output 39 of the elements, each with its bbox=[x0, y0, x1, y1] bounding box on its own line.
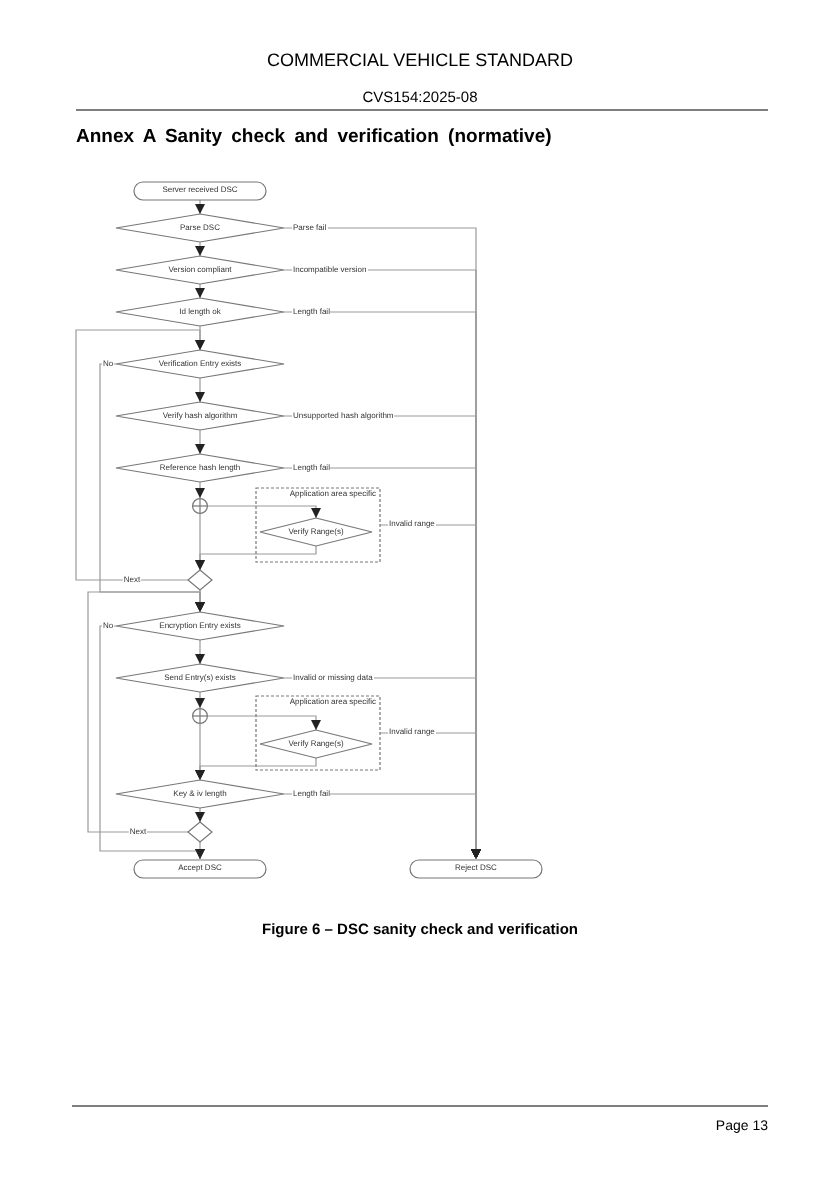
merge-diamond bbox=[188, 822, 212, 842]
arrow bbox=[195, 283, 205, 299]
arrow bbox=[195, 691, 205, 709]
arrow bbox=[195, 481, 205, 499]
header-text: COMMERCIAL VEHICLE STANDARD bbox=[264, 50, 576, 70]
arrow bbox=[87, 591, 205, 833]
arrow bbox=[195, 545, 317, 571]
arrow bbox=[207, 505, 321, 519]
terminal-box bbox=[134, 181, 266, 199]
arrow bbox=[195, 757, 317, 781]
arrow bbox=[195, 639, 205, 665]
decision-diamond bbox=[260, 518, 372, 546]
decision-diamond bbox=[116, 402, 284, 430]
arrow bbox=[195, 377, 205, 403]
decision-diamond bbox=[116, 664, 284, 692]
decision-diamond bbox=[116, 612, 284, 640]
decision-diamond bbox=[116, 780, 284, 808]
decision-diamond bbox=[116, 298, 284, 326]
arrow bbox=[195, 198, 205, 215]
decision-diamond bbox=[116, 256, 284, 284]
arrow bbox=[75, 329, 205, 581]
parallel-fork-circle bbox=[192, 708, 208, 724]
dashed-group-box bbox=[256, 696, 380, 770]
arrow bbox=[195, 241, 205, 257]
arrow bbox=[283, 793, 481, 860]
decision-diamond bbox=[116, 454, 284, 482]
arrow bbox=[99, 625, 205, 860]
parallel-fork-circle bbox=[192, 498, 208, 514]
decision-diamond bbox=[260, 730, 372, 758]
terminal-box bbox=[134, 859, 266, 877]
section-title: Annex A Sanity check and verification (normative) bbox=[76, 126, 552, 148]
decision-diamond bbox=[116, 214, 284, 242]
terminal-box bbox=[410, 859, 542, 877]
arrow bbox=[195, 429, 205, 455]
decision-diamond bbox=[116, 350, 284, 378]
arrow bbox=[207, 715, 321, 731]
merge-diamond bbox=[188, 570, 212, 590]
arrow bbox=[195, 807, 205, 823]
dashed-group-box bbox=[256, 488, 380, 562]
